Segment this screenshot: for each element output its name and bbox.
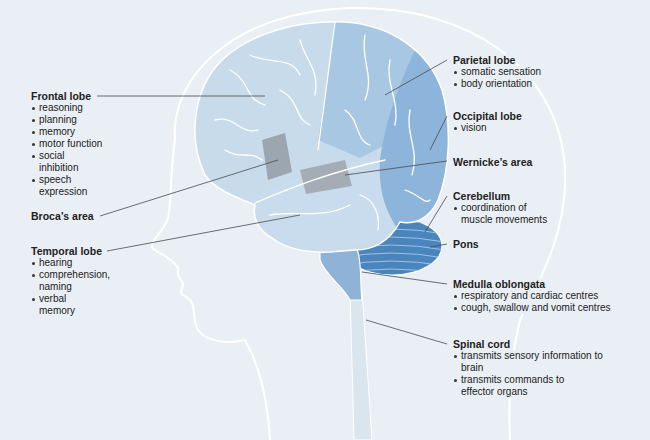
part-heading: Pons: [452, 238, 480, 250]
bullet-dot: [32, 274, 35, 277]
part-heading: Parietal lobe: [452, 54, 516, 66]
bullet-dot: [454, 379, 457, 382]
part-heading: Frontal lobe: [30, 90, 92, 102]
function-item: comprehension, naming: [38, 269, 120, 293]
bullet-dot: [32, 107, 35, 110]
bullet-dot: [32, 119, 35, 122]
part-heading: Temporal lobe: [30, 245, 103, 257]
bullet-dot: [454, 295, 457, 298]
bullet-dot: [454, 127, 457, 130]
spinal-cord: [350, 290, 372, 440]
bullet-dot: [32, 131, 35, 134]
function-item: hearing: [38, 257, 73, 269]
function-item: verbal memory: [38, 293, 85, 317]
leader-lines: [97, 60, 447, 344]
part-heading: Occipital lobe: [452, 110, 523, 122]
part-heading: Spinal cord: [452, 338, 511, 350]
function-item: respiratory and cardiac centres: [460, 290, 599, 302]
function-item: transmits commands to effector organs: [460, 374, 582, 398]
part-heading: Cerebellum: [452, 190, 511, 202]
bullet-dot: [454, 207, 457, 210]
function-item: body orientation: [460, 78, 533, 90]
function-item: reasoning: [38, 102, 84, 114]
part-heading: Medulla oblongata: [452, 278, 546, 290]
bullet-dot: [32, 262, 35, 265]
part-heading: Wernicke’s area: [452, 156, 533, 168]
function-item: speech expression: [38, 174, 100, 198]
bullet-dot: [32, 155, 35, 158]
bullet-dot: [454, 307, 457, 310]
bullet-dot: [32, 298, 35, 301]
bullet-dot: [454, 355, 457, 358]
function-item: coordination of muscle movements: [460, 202, 552, 226]
part-heading: Broca’s area: [30, 210, 95, 222]
bullet-dot: [32, 179, 35, 182]
bullet-dot: [454, 83, 457, 86]
bullet-dot: [32, 143, 35, 146]
function-item: memory: [38, 126, 76, 138]
function-item: transmits sensory information to brain: [460, 350, 608, 374]
function-item: vision: [460, 122, 488, 134]
function-item: social inhibition: [38, 150, 92, 174]
function-item: somatic sensation: [460, 66, 542, 78]
function-item: motor function: [38, 138, 103, 150]
bullet-dot: [454, 71, 457, 74]
function-item: planning: [38, 114, 78, 126]
function-item: cough, swallow and vomit centres: [460, 302, 612, 314]
